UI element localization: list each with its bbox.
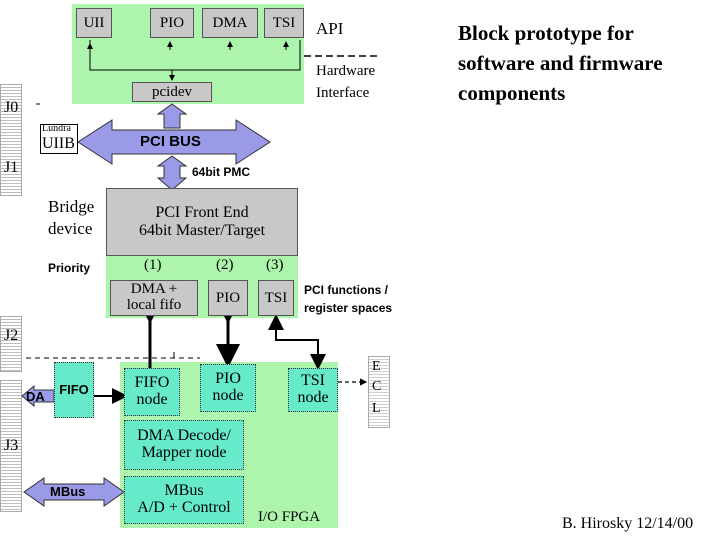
- dma-decode-node: DMA Decode/ Mapper node: [124, 420, 244, 470]
- author-date: B. Hirosky 12/14/00: [562, 515, 694, 532]
- uii-block: UII: [76, 8, 112, 38]
- io-fpga-label: I/O FPGA: [258, 509, 321, 525]
- pci-bus-arrow: [77, 119, 271, 165]
- dma-function-label-1: DMA +: [130, 281, 178, 298]
- fifo-node-label-2: node: [136, 391, 168, 408]
- fifo-node-label-1: FIFO: [134, 374, 170, 392]
- bridge-device-label-2: device: [48, 219, 93, 238]
- priority-2: (2): [216, 257, 234, 273]
- j0-connector: [0, 84, 22, 196]
- pio-function-block: PIO: [208, 280, 248, 316]
- api-label: API: [316, 19, 344, 38]
- pcidev-bus-arrow: [156, 103, 188, 129]
- priority-3: (3): [266, 257, 284, 273]
- pio-sw-block: PIO: [150, 8, 194, 38]
- j3-label: J3: [4, 437, 19, 454]
- tsi-node-label-2: node: [297, 389, 329, 406]
- pci-bus-label: PCI BUS: [140, 133, 201, 150]
- tsi-node-label-1: TSI: [301, 372, 325, 390]
- mbus-node-label-1: MBus: [164, 482, 204, 500]
- ecl-connector: [368, 356, 390, 428]
- priority-1: (1): [144, 257, 162, 273]
- tsi-fn-to-tsi-node: [275, 318, 326, 370]
- tsi-node: TSI node: [288, 368, 338, 412]
- pci-front-end-label-1: PCI Front End: [155, 204, 249, 221]
- uiib-label: UIIB: [42, 135, 75, 152]
- pci-front-end-label-2: 64bit Master/Target: [138, 222, 266, 239]
- pci-functions-label-2: register spaces: [304, 301, 393, 315]
- external-fifo-block: FIFO: [54, 362, 94, 418]
- priority-label: Priority: [48, 261, 91, 275]
- ecl-e: E: [372, 359, 381, 374]
- bridge-device-label-1: Bridge: [48, 197, 95, 216]
- ecl-c: C: [372, 379, 382, 394]
- lundra-label: Lundra: [42, 123, 71, 134]
- pci-front-end-block: PCI Front End 64bit Master/Target: [106, 188, 298, 256]
- j2-connector: [0, 316, 22, 372]
- pio-node-label-2: node: [212, 387, 244, 404]
- dma-function-block: DMA + local fifo: [110, 280, 198, 316]
- slide-title-line-3: components: [458, 81, 566, 105]
- tsi-function-block: TSI: [258, 280, 294, 316]
- hardware-interface-label-2: Interface: [316, 85, 370, 101]
- j2-label: J2: [4, 327, 19, 344]
- pcidev-block: pcidev: [132, 82, 212, 102]
- hardware-interface-label-1: Hardware: [316, 63, 376, 79]
- tsi-sw-block: TSI: [264, 8, 304, 38]
- dma-decode-label-1: DMA Decode/: [137, 427, 231, 445]
- pci-functions-label-1: PCI functions /: [304, 283, 388, 297]
- mbus-node-label-2: A/D + Control: [137, 499, 231, 516]
- dma-function-label-2: local fifo: [126, 297, 182, 313]
- sw-fanout-line: [89, 40, 301, 71]
- uiib-box: [40, 124, 78, 154]
- dma-sw-block: DMA: [202, 8, 258, 38]
- slide-title-line-1: Block prototype for: [458, 21, 634, 45]
- slide-title-line-2: software and firmware: [458, 51, 663, 75]
- pmc-label: 64bit PMC: [192, 165, 251, 179]
- pio-node-label-1: PIO: [215, 370, 241, 388]
- j1-label: J1: [4, 159, 19, 176]
- dma-decode-label-2: Mapper node: [141, 444, 227, 461]
- j3-connector: [0, 380, 22, 512]
- mbus-label: MBus: [50, 484, 86, 499]
- mbus-node: MBus A/D + Control: [124, 476, 244, 524]
- j0-label: J0: [4, 99, 19, 116]
- pmc-bus-arrow: [156, 155, 188, 191]
- pio-node: PIO node: [200, 364, 256, 412]
- fifo-node: FIFO node: [124, 368, 180, 416]
- ecl-l: L: [372, 401, 381, 416]
- da-label: DA: [26, 389, 45, 404]
